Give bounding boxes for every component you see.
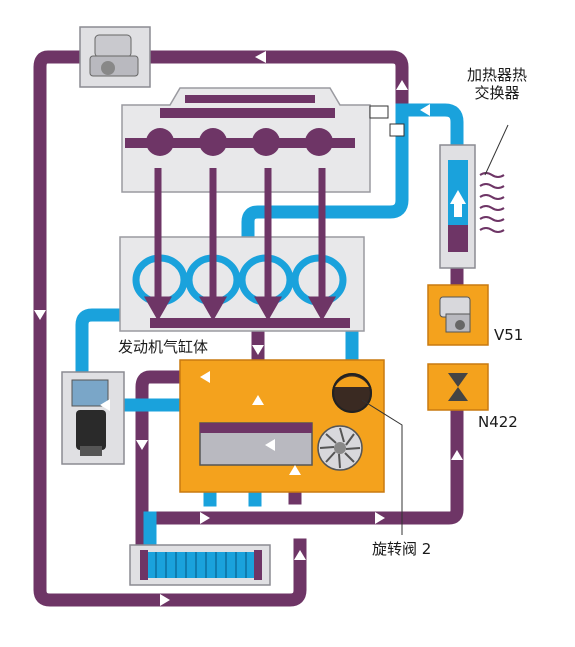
pipe-inner-left bbox=[135, 370, 219, 552]
v51-label: V51 bbox=[494, 326, 524, 344]
n422-valve bbox=[427, 363, 489, 411]
oil-cooler bbox=[61, 371, 125, 465]
radiator bbox=[129, 544, 271, 586]
rotary-valve-2-label: 旋转阀 2 bbox=[372, 540, 432, 558]
arrow-n422-up bbox=[451, 450, 463, 460]
block-collector bbox=[150, 318, 350, 328]
arrow-inner-left bbox=[200, 371, 210, 383]
engine-block-label: 发动机气缸体 bbox=[118, 338, 209, 356]
head-coolant-channels bbox=[125, 95, 355, 156]
heater-callout-line bbox=[484, 124, 509, 176]
v51-pump bbox=[427, 284, 489, 346]
pipe-blue-left bbox=[75, 308, 127, 379]
arrow-bottom-mid-1 bbox=[200, 512, 210, 524]
rotary-valve-callout-line bbox=[361, 399, 403, 535]
arrow-left-blue bbox=[100, 399, 110, 411]
arrow-center-up bbox=[252, 395, 264, 405]
arrow-heater-in bbox=[420, 104, 430, 116]
pump-impeller bbox=[317, 425, 363, 471]
arrow-top-right-up bbox=[396, 80, 408, 90]
arrow-bottom-right bbox=[160, 594, 170, 606]
arrow-module-up bbox=[289, 465, 301, 475]
arrow-center-down bbox=[252, 345, 264, 355]
pipe-blue-head-to-heater bbox=[395, 103, 464, 152]
head-to-block-flow bbox=[143, 168, 337, 322]
head-check-valve bbox=[369, 105, 389, 119]
heater-heat-exchanger-label-line1: 加热器热 bbox=[466, 66, 527, 84]
pipe-top bbox=[143, 50, 409, 117]
heater-heat-exchanger bbox=[439, 144, 505, 269]
arrow-bottom-mid-2 bbox=[375, 512, 385, 524]
turbocharger bbox=[79, 26, 151, 88]
pipe-outer-left bbox=[33, 50, 307, 607]
arrow-top bbox=[255, 51, 266, 63]
head-shutoff-valve bbox=[389, 123, 405, 137]
rotary-valve-2 bbox=[332, 373, 372, 413]
module-inner-housing-top bbox=[200, 423, 312, 433]
heater-heat-exchanger-label-line2: 交换器 bbox=[474, 84, 520, 102]
arrow-module-left bbox=[265, 439, 275, 451]
flow-arrows bbox=[34, 51, 463, 606]
n422-label: N422 bbox=[478, 413, 518, 431]
arrow-inner-left-down bbox=[136, 440, 148, 450]
pipe-right-lower bbox=[143, 403, 464, 525]
arrow-left-down bbox=[34, 310, 46, 320]
heater-heat-exchanger-label: 加热器热 交换器 bbox=[445, 66, 549, 102]
arrow-right-up bbox=[294, 550, 306, 560]
